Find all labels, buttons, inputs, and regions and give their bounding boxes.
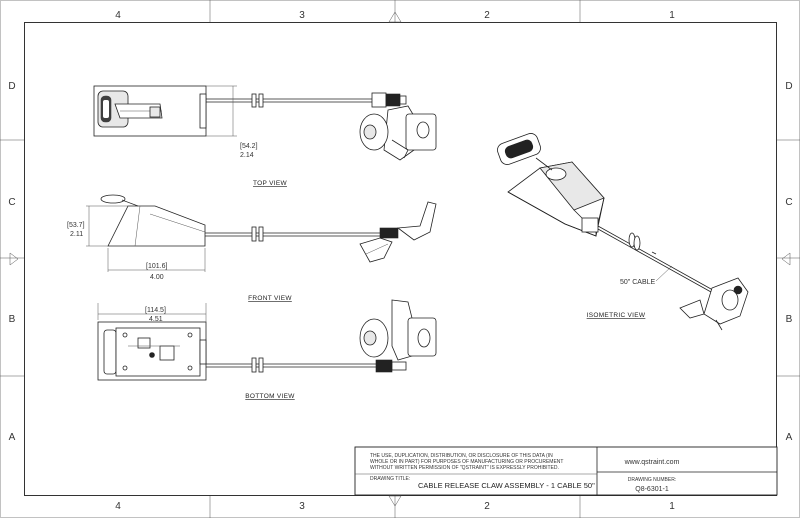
bottom-width-in: 4.51 [149, 316, 163, 323]
front-length-in: 4.00 [150, 274, 164, 281]
front-height-mm: [53.7] [67, 222, 85, 229]
drawing-number-label: DRAWING NUMBER: [628, 477, 676, 483]
cable-callout: 50" CABLE [620, 279, 656, 286]
bottom-view-label: BOTTOM VIEW [245, 393, 295, 400]
notice-line-1: THE USE, DUPLICATION, DISTRIBUTION, OR D… [370, 453, 553, 459]
front-length-mm: [101.6] [146, 263, 167, 270]
top-dim-in: 2.14 [240, 152, 254, 159]
zone-right-c: C [785, 197, 792, 208]
zone-right-d: D [785, 81, 792, 92]
bottom-width-mm: [114.5] [145, 307, 166, 314]
zone-right-b: B [786, 314, 793, 325]
bottom-view [97, 299, 437, 381]
zone-right-a: A [786, 432, 793, 443]
zone-left-d: D [8, 81, 15, 92]
zone-top-4: 4 [115, 10, 121, 21]
zone-bottom-2: 2 [484, 501, 490, 512]
title-block [354, 446, 778, 496]
zone-left-a: A [9, 432, 16, 443]
inner-border [24, 22, 777, 496]
top-view-label: TOP VIEW [253, 180, 288, 187]
isometric-view-label: ISOMETRIC VIEW [587, 312, 646, 319]
zone-left-b: B [9, 314, 16, 325]
top-view [93, 85, 437, 161]
isometric-view [497, 133, 749, 331]
front-height-in: 2.11 [70, 231, 83, 238]
company-website: www.qstraint.com [624, 459, 680, 466]
front-view-label: FRONT VIEW [248, 295, 292, 302]
center-marks [9, 11, 791, 507]
drawing-number: Q8-6301-1 [635, 486, 669, 493]
zone-bottom-4: 4 [115, 501, 121, 512]
top-dim-mm: [54.2] [240, 143, 258, 150]
zone-top-2: 2 [484, 10, 490, 21]
zone-left-c: C [8, 197, 15, 208]
drawing-title-label: DRAWING TITLE: [370, 476, 410, 482]
notice-line-2: WHOLE OR IN PART) FOR PURPOSES OF MANUFA… [370, 459, 563, 465]
zone-bottom-3: 3 [299, 501, 305, 512]
notice-line-3: WITHOUT WRITTEN PERMISSION OF "QSTRAINT"… [370, 465, 559, 471]
drawing-title: CABLE RELEASE CLAW ASSEMBLY - 1 CABLE 50… [418, 481, 595, 490]
zone-bottom-1: 1 [669, 501, 675, 512]
zone-top-3: 3 [299, 10, 305, 21]
zone-top-1: 1 [669, 10, 675, 21]
front-view [86, 194, 437, 272]
